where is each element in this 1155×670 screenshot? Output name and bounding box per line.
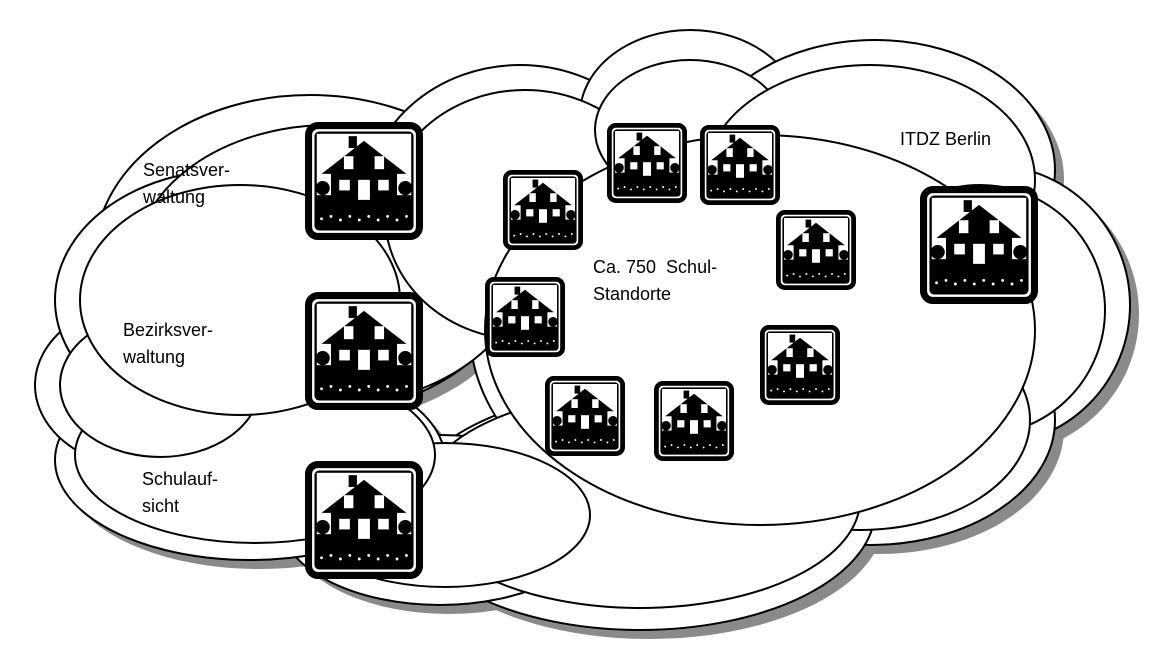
house-icon-bezirk [309,296,420,407]
label-schulen-line2: Standorte [593,284,672,304]
label-schulen-line1: Ca. 750 Schul- [593,257,718,277]
label-schul-standorte: Ca. 750 Schul- Standorte [593,254,717,308]
house-icon-school [547,378,622,453]
house-icon-school [702,127,777,202]
house-icon-schulaufsicht [309,465,420,576]
house-icon-school [609,125,684,200]
label-schulaufsicht-line2: sicht [142,496,180,516]
label-bezirk-line1: Bezirksver- [123,320,214,340]
label-bezirk-line2: waltung [123,347,186,367]
house-icon-senat [309,126,420,237]
label-bezirksverwaltung: Bezirksver- waltung [123,317,213,371]
house-icon-school [762,327,837,402]
label-senat-line1: Senatsver- [143,160,231,180]
house-icon-itdz [924,190,1035,301]
label-senat-line2: waltung [143,187,206,207]
label-schulaufsicht: Schulauf- sicht [142,466,218,520]
house-icon-school [656,383,731,458]
house-icon-school [487,279,562,354]
house-icon-school [505,172,580,247]
label-itdz-berlin: ITDZ Berlin [900,129,992,149]
label-senatsverwaltung: Senatsver- waltung [143,157,230,211]
house-icon-school [778,212,853,287]
label-schulaufsicht-line1: Schulauf- [142,469,219,489]
